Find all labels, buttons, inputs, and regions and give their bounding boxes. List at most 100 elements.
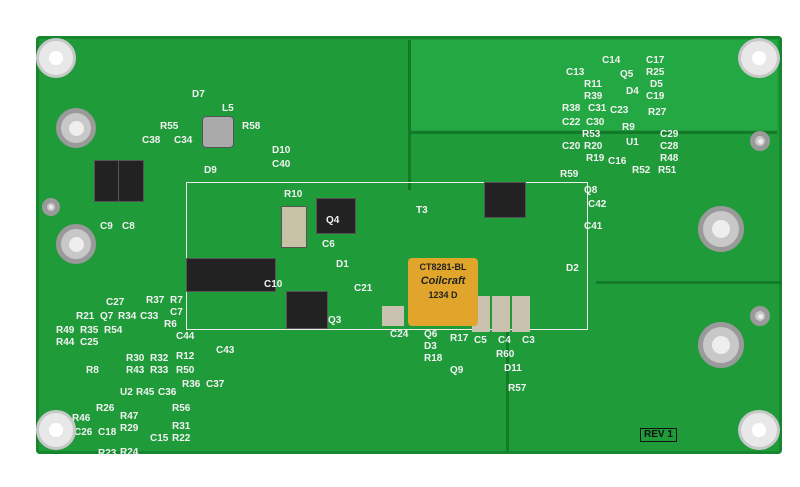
- silkscreen-label: U1: [626, 137, 639, 148]
- silkscreen-label: D9: [204, 165, 217, 176]
- transformer-brand: Coilcraft: [420, 275, 466, 287]
- transformer-t3: CT8281-BL Coilcraft 1234 D: [408, 258, 478, 326]
- silkscreen-label: R10: [284, 189, 303, 200]
- terminal-pad: [56, 224, 96, 264]
- silkscreen-label: R56: [172, 403, 191, 414]
- mounting-hole: [36, 38, 76, 78]
- silkscreen-label: R12: [176, 351, 195, 362]
- silkscreen-label: C37: [206, 379, 225, 390]
- silkscreen-label: C7: [170, 307, 183, 318]
- silkscreen-label: R18: [424, 353, 443, 364]
- silkscreen-label: C43: [216, 345, 235, 356]
- silkscreen-label: C33: [140, 311, 159, 322]
- silkscreen-label: D4: [626, 86, 639, 97]
- silkscreen-label: Q4: [326, 215, 340, 226]
- transformer-code: 1234 D: [428, 290, 458, 300]
- silkscreen-label: R51: [658, 165, 677, 176]
- silkscreen-label: R33: [150, 365, 169, 376]
- capacitor-c24: [382, 306, 404, 326]
- silkscreen-label: C36: [158, 387, 177, 398]
- silkscreen-label: R7: [170, 295, 183, 306]
- silkscreen-label: T3: [416, 205, 428, 216]
- terminal-pad: [56, 108, 96, 148]
- silkscreen-label: Q3: [328, 315, 342, 326]
- mosfet-q4: [316, 198, 356, 234]
- silkscreen-label: R37: [146, 295, 165, 306]
- silkscreen-label: C13: [566, 67, 585, 78]
- silkscreen-label: R9: [622, 122, 635, 133]
- silkscreen-label: R26: [96, 403, 115, 414]
- mounting-hole: [738, 410, 780, 450]
- inductor-l5: [202, 116, 234, 148]
- silkscreen-label: C26: [74, 427, 93, 438]
- silkscreen-label: R19: [586, 153, 605, 164]
- resistor-block: [281, 206, 307, 248]
- silkscreen-label: R50: [176, 365, 195, 376]
- silkscreen-label: D7: [192, 89, 205, 100]
- diode-c9: [94, 160, 120, 202]
- copper-gap: [596, 281, 782, 284]
- mosfet-q8: [484, 182, 526, 218]
- silkscreen-label: R53: [582, 129, 601, 140]
- silkscreen-label: R48: [660, 153, 679, 164]
- silkscreen-label: R46: [72, 413, 91, 424]
- silkscreen-label: R54: [104, 325, 123, 336]
- copper-pour: [411, 40, 777, 130]
- silkscreen-label: R39: [584, 91, 603, 102]
- silkscreen-label: C25: [80, 337, 99, 348]
- mosfet-q3: [286, 291, 328, 329]
- silkscreen-label: C8: [122, 221, 135, 232]
- silkscreen-label: C21: [354, 283, 373, 294]
- silkscreen-label: C9: [100, 221, 113, 232]
- silkscreen-label: L5: [222, 103, 234, 114]
- silkscreen-label: R30: [126, 353, 145, 364]
- terminal-pad: [698, 322, 744, 368]
- silkscreen-label: R60: [496, 349, 515, 360]
- via-pad: [42, 198, 60, 216]
- silkscreen-label: C34: [174, 135, 193, 146]
- silkscreen-label: R32: [150, 353, 169, 364]
- silkscreen-label: D1: [336, 259, 349, 270]
- silkscreen-label: D2: [566, 263, 579, 274]
- silkscreen-label: D11: [504, 363, 522, 374]
- silkscreen-label: C27: [106, 297, 125, 308]
- silkscreen-label: Q8: [584, 185, 598, 196]
- silkscreen-label: R21: [76, 311, 95, 322]
- silkscreen-label: R58: [242, 121, 261, 132]
- silkscreen-label: R57: [508, 383, 527, 394]
- copper-gap: [411, 131, 777, 134]
- silkscreen-label: R38: [562, 103, 581, 114]
- silkscreen-label: C3: [522, 335, 535, 346]
- silkscreen-label: C28: [660, 141, 679, 152]
- capacitor-c3: [512, 296, 530, 332]
- silkscreen-label: R44: [56, 337, 75, 348]
- silkscreen-label: C14: [602, 55, 621, 66]
- silkscreen-label: R34: [118, 311, 137, 322]
- silkscreen-label: C5: [474, 335, 487, 346]
- silkscreen-label: R25: [646, 67, 665, 78]
- silkscreen-label: R47: [120, 411, 139, 422]
- silkscreen-label: R11: [584, 79, 602, 90]
- silkscreen-label: C18: [98, 427, 117, 438]
- silkscreen-label: R23: [98, 448, 117, 459]
- silkscreen-label: R22: [172, 433, 191, 444]
- capacitor-c4: [492, 296, 510, 332]
- silkscreen-label: D10: [272, 145, 291, 156]
- silkscreen-label: C41: [584, 221, 603, 232]
- silkscreen-label: Q6: [424, 329, 438, 340]
- power-stage-outline: [186, 182, 588, 330]
- silkscreen-label: R8: [86, 365, 99, 376]
- silkscreen-label: Q5: [620, 69, 634, 80]
- silkscreen-label: R29: [120, 423, 139, 434]
- silkscreen-label: C38: [142, 135, 161, 146]
- silkscreen-label: R35: [80, 325, 99, 336]
- silkscreen-label: R31: [172, 421, 191, 432]
- silkscreen-label: R49: [56, 325, 75, 336]
- silkscreen-label: R24: [120, 447, 139, 458]
- silkscreen-label: C44: [176, 331, 195, 342]
- silkscreen-label: C15: [150, 433, 169, 444]
- mounting-hole: [36, 410, 76, 450]
- silkscreen-label: R36: [182, 379, 201, 390]
- silkscreen-label: R43: [126, 365, 145, 376]
